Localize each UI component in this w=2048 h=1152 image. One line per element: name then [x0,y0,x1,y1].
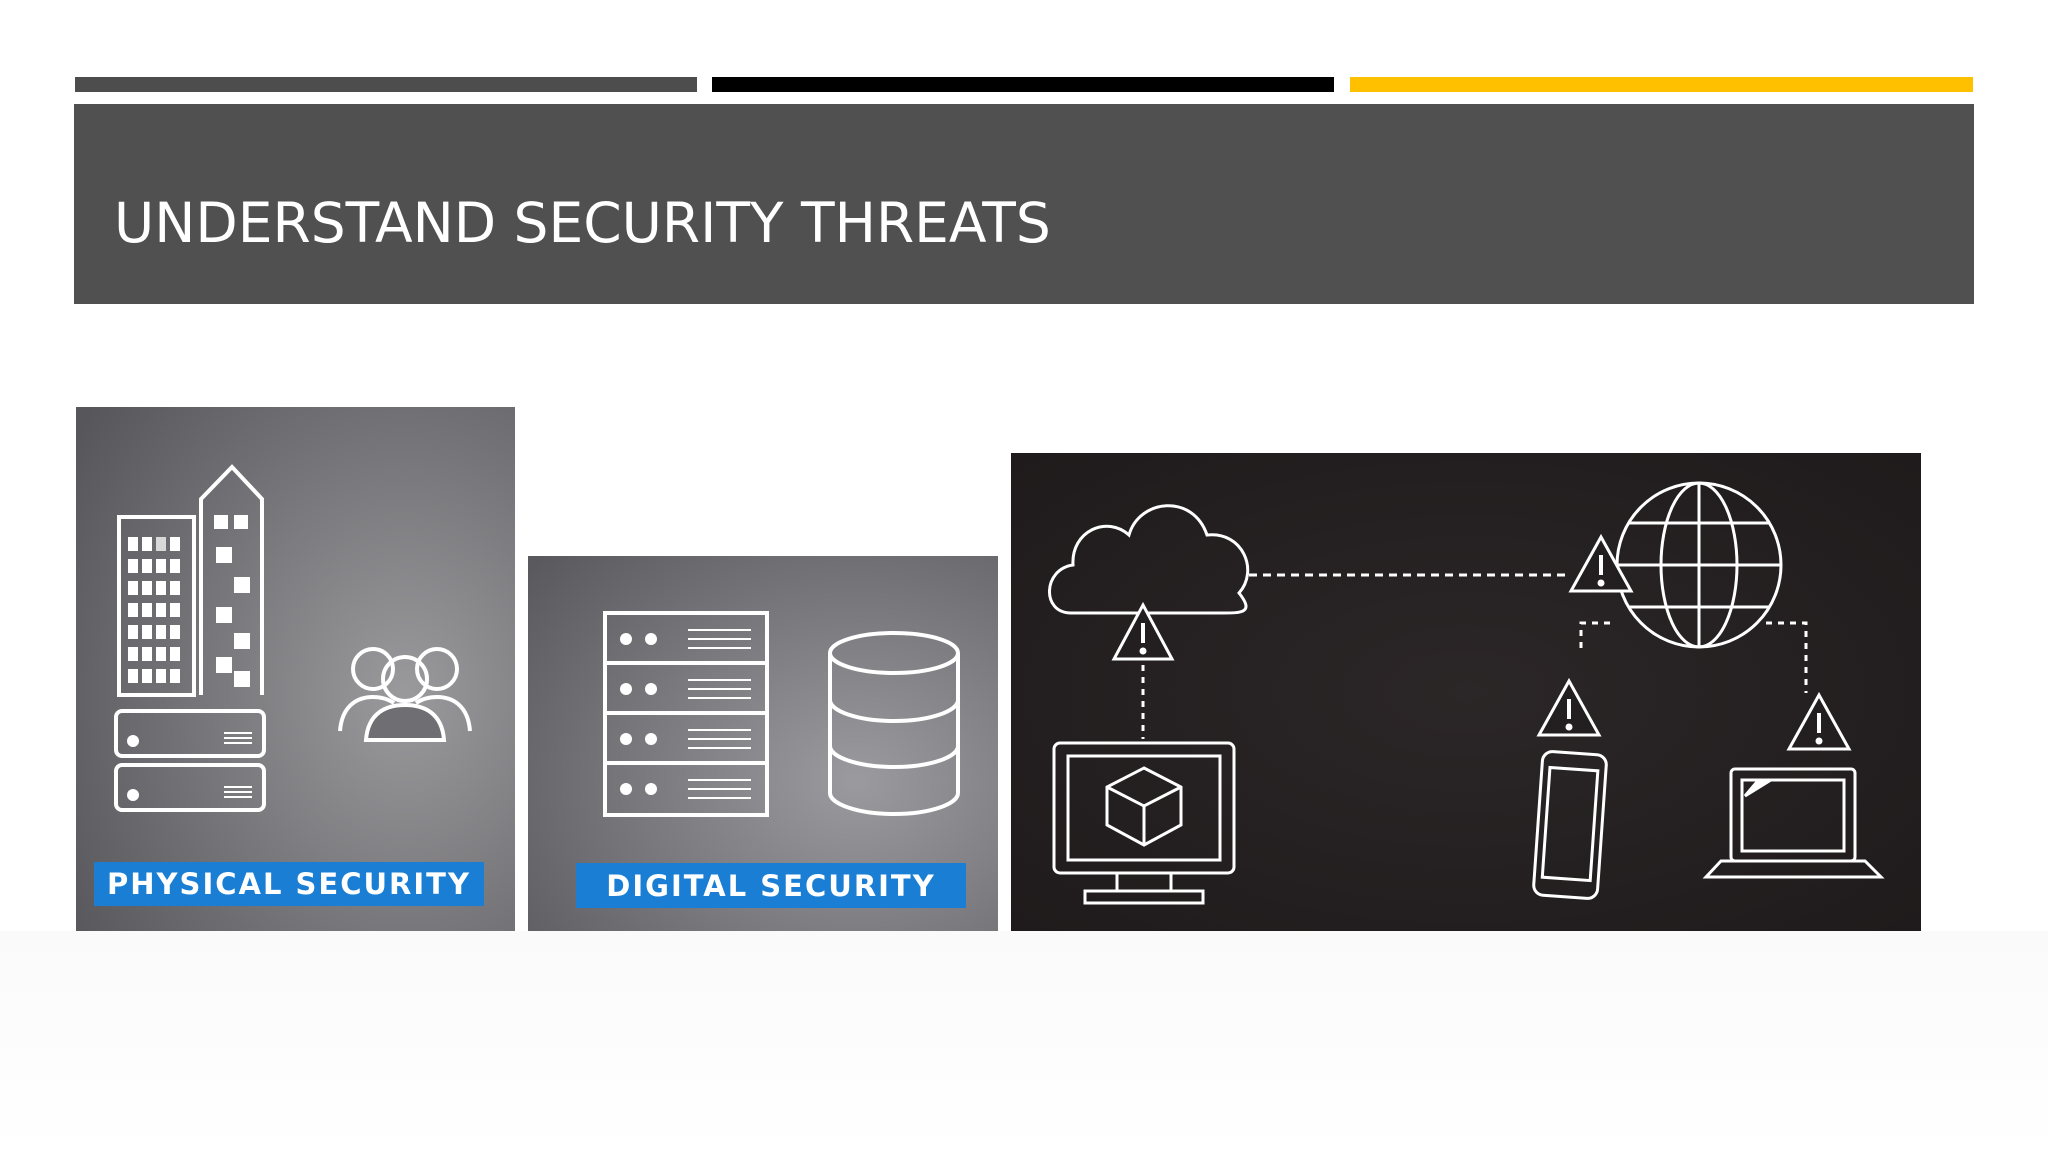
warning-triangle-icon [1536,677,1602,737]
people-group-icon [338,647,472,742]
database-icon [828,631,960,817]
digital-security-label: DIGITAL SECURITY [576,863,966,908]
accent-bar-yellow [1350,77,1973,92]
desktop-monitor-icon [1052,741,1236,905]
physical-security-label: PHYSICAL SECURITY [94,862,484,906]
title-band: UNDERSTAND SECURITY THREATS [74,104,1974,304]
office-buildings-icon [117,464,264,697]
warning-triangle-icon [1111,601,1175,661]
globe-icon [1615,481,1783,649]
accent-bar-black [712,77,1334,92]
server-rack-icon [114,709,266,812]
accent-bar-gray [75,77,697,92]
slide-footer-space [0,931,2048,1152]
slide-title: UNDERSTAND SECURITY THREATS [114,191,1051,255]
warning-triangle-icon [1568,533,1634,593]
smartphone-icon [1532,750,1608,900]
physical-security-image: PHYSICAL SECURITY [76,407,515,931]
physical-security-art [76,407,515,931]
network-threats-image [1011,453,1921,931]
cloud-icon [1048,504,1250,615]
server-stack-icon [603,611,769,817]
digital-security-image: DIGITAL SECURITY [528,556,998,931]
network-threats-art [1011,453,1921,931]
warning-triangle-icon [1786,691,1852,751]
laptop-icon [1702,767,1885,879]
